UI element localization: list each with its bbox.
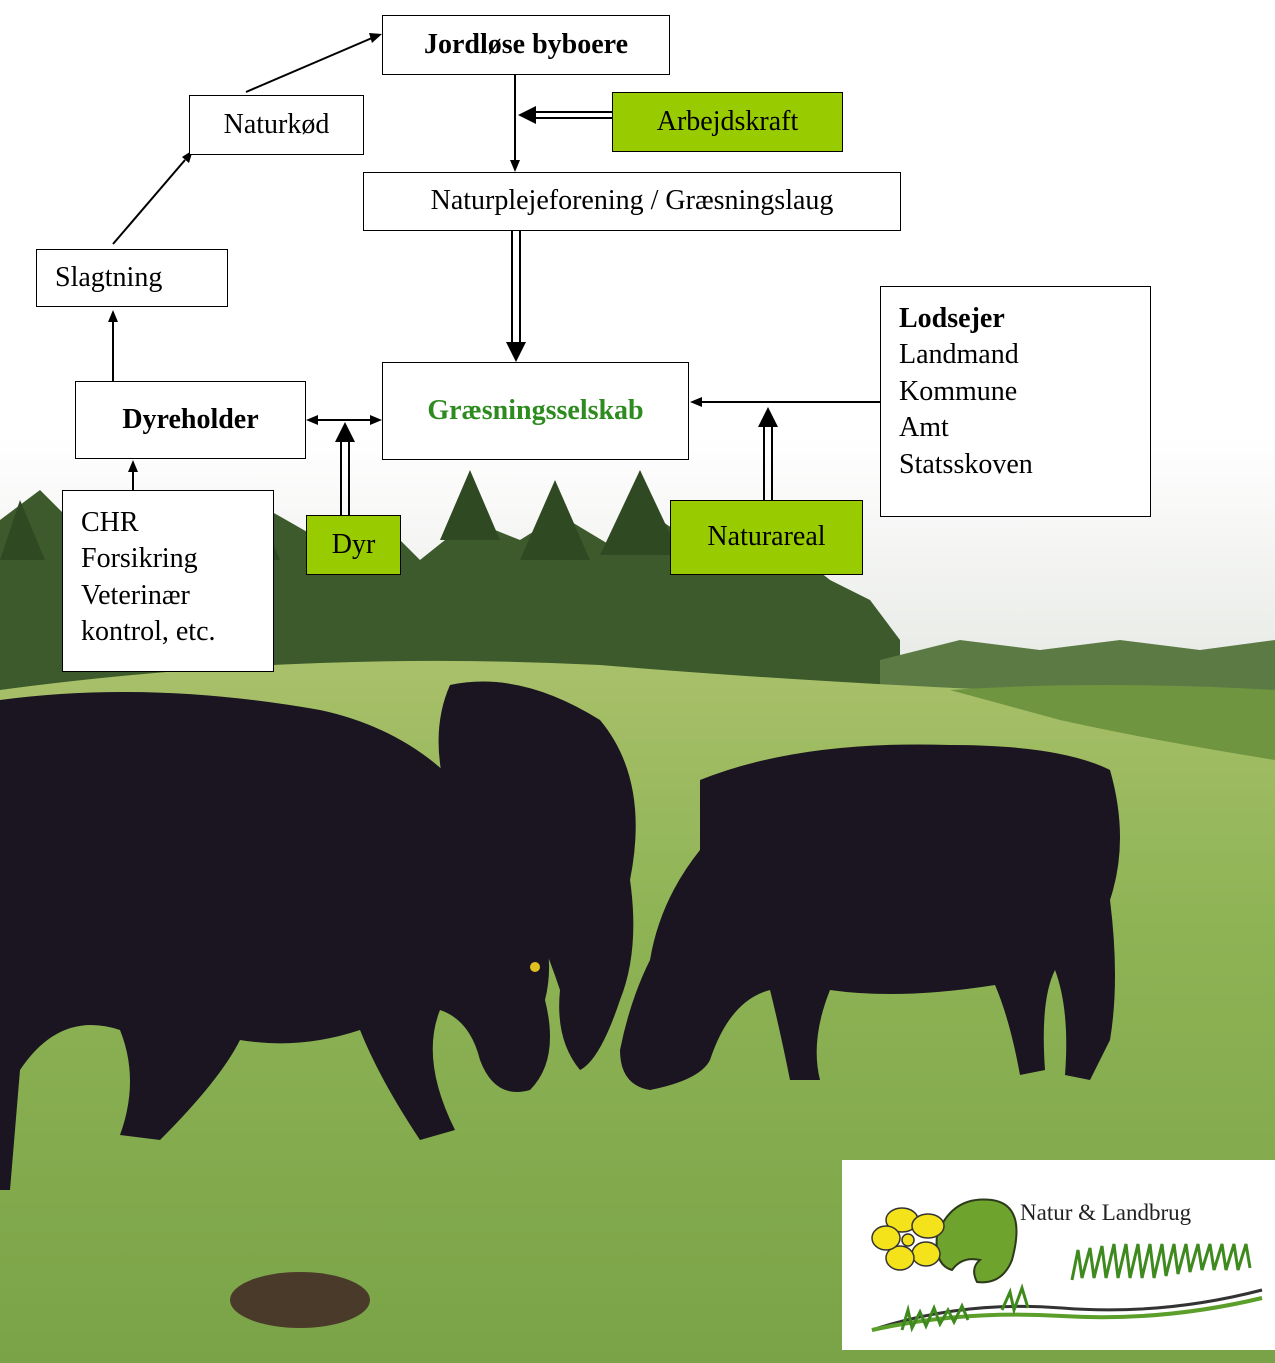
requirement-item: kontrol, etc.	[81, 616, 216, 648]
node-dyr: Dyr	[306, 515, 401, 575]
graesningsselskab-label: Græsningsselskab	[427, 394, 644, 426]
cows	[0, 681, 1120, 1190]
logo-text: Natur & Landbrug	[1020, 1200, 1192, 1225]
requirement-item: CHR	[81, 507, 139, 538]
lodsejer-title: Lodsejer	[899, 303, 1005, 334]
lodsejer-item: Statsskoven	[899, 448, 1033, 480]
diagram-arrows	[108, 33, 880, 515]
natur-landbrug-logo: Natur & Landbrug	[842, 1160, 1275, 1350]
node-arbejdskraft: Arbejdskraft	[612, 92, 843, 152]
lodsejer-item: Amt	[899, 412, 949, 444]
logo-graphic	[871, 1198, 1263, 1333]
lodsejer-item: Kommune	[899, 375, 1018, 407]
requirement-item: Forsikring	[81, 543, 198, 575]
node-requirements: CHR Forsikring Veterinær kontrol, etc.	[62, 490, 274, 672]
requirement-item: Veterinær	[81, 579, 190, 611]
node-slagtning: Slagtning	[36, 249, 228, 307]
node-dyreholder: Dyreholder	[75, 381, 306, 459]
node-naturareal: Naturareal	[670, 500, 863, 575]
lodsejer-item: Landmand	[899, 339, 1019, 371]
node-naturplejeforening: Naturplejeforening / Græsningslaug	[363, 172, 901, 231]
node-lodsejer: Lodsejer Landmand Kommune Amt Statsskove…	[880, 286, 1151, 517]
node-naturkod: Naturkød	[189, 95, 364, 155]
node-graesningsselskab: Græsningsselskab	[382, 362, 689, 460]
node-jordlose-byboere: Jordløse byboere	[382, 15, 670, 75]
